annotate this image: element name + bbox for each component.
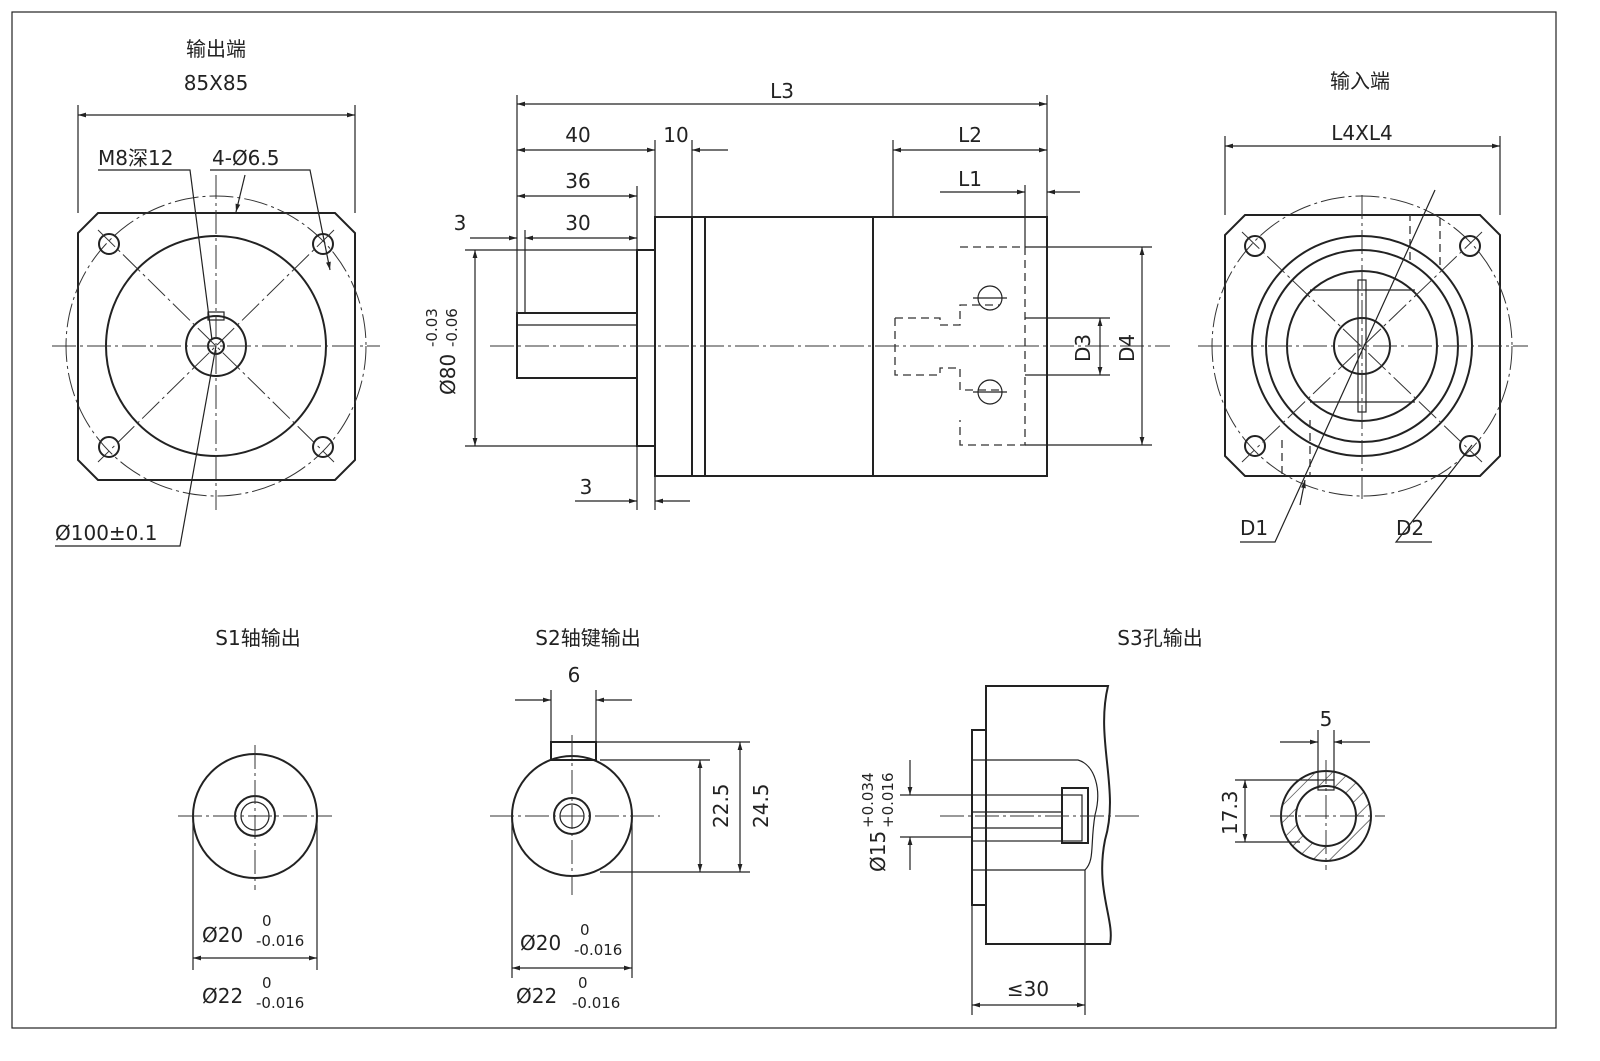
pilot-tol-upper: -0.03 (423, 308, 441, 347)
output-end-title: 输出端 (186, 37, 246, 61)
input-end-title: 输入端 (1330, 69, 1390, 93)
s2-d22-lower: -0.016 (572, 994, 620, 1012)
s2-d22: Ø22 (516, 984, 557, 1008)
s1-d22-lower: -0.016 (256, 994, 304, 1012)
s1-d22-upper: 0 (262, 974, 272, 992)
dim-30: 30 (565, 211, 590, 235)
dim-10: 10 (663, 123, 688, 147)
s1-d20-lower: -0.016 (256, 932, 304, 950)
dim-D1: D1 (1240, 516, 1268, 540)
s2-height-22-5: 22.5 (709, 783, 733, 828)
output-flange-square (77, 212, 356, 481)
pilot-diameter: Ø80 (436, 354, 460, 395)
s3-key-width: 5 (1320, 707, 1333, 731)
holes-label: 4-Ø6.5 (212, 146, 280, 170)
s3-bore-diameter: Ø15 (866, 831, 890, 872)
s1-shaft-output: S1轴输出 Ø20 0 -0.016 Ø22 0 -0.016 (178, 626, 332, 1012)
s3-bore-lower: +0.016 (879, 772, 897, 828)
output-end-size: 85X85 (184, 71, 249, 95)
dim-3-top: 3 (454, 211, 467, 235)
dim-3-bottom: 3 (580, 475, 593, 499)
input-end-size: L4XL4 (1331, 121, 1392, 145)
drawing-border (11, 11, 1557, 1029)
s2-key-width: 6 (568, 663, 581, 687)
s3-bore-upper: +0.034 (859, 772, 877, 828)
dim-D4: D4 (1115, 334, 1139, 362)
s2-title: S2轴键输出 (535, 626, 640, 650)
dim-L1: L1 (958, 167, 982, 191)
s1-d22: Ø22 (202, 984, 243, 1008)
output-end-view: 输出端 85X85 M8深12 4-Ø6.5 Ø100±0.1 (52, 37, 380, 547)
s2-height-24-5: 24.5 (749, 783, 773, 828)
s1-d20: Ø20 (202, 923, 243, 947)
dim-L3: L3 (770, 79, 794, 103)
pcd-label: Ø100±0.1 (55, 521, 157, 545)
s2-d20-upper: 0 (580, 921, 590, 939)
dim-40: 40 (565, 123, 590, 147)
s3-title: S3孔输出 (1117, 626, 1202, 650)
s2-keyed-shaft-output: S2轴键输出 6 22.5 24.5 Ø20 0 -0.016 Ø22 0 -0… (490, 626, 773, 1012)
side-view: L3 40 10 36 30 3 L2 L1 3 Ø80 -0.03 -0.06… (423, 79, 1170, 510)
s3-depth: ≤30 (1007, 977, 1049, 1001)
s1-title: S1轴输出 (215, 626, 300, 650)
dim-L2: L2 (958, 123, 982, 147)
s2-d20-lower: -0.016 (574, 941, 622, 959)
dim-D3: D3 (1071, 334, 1095, 362)
s2-d20: Ø20 (520, 931, 561, 955)
dim-36: 36 (565, 169, 590, 193)
s2-d22-upper: 0 (578, 974, 588, 992)
s3-bore-output: S3孔输出 Ø15 +0.034 +0.016 ≤30 5 17.3 (859, 626, 1385, 1015)
input-end-view: 输入端 L4XL4 D1 D2 (1198, 69, 1528, 543)
s1-d20-upper: 0 (262, 912, 272, 930)
pilot-tol-lower: -0.06 (443, 308, 461, 347)
s3-height: 17.3 (1218, 790, 1242, 835)
tap-label: M8深12 (98, 146, 173, 170)
